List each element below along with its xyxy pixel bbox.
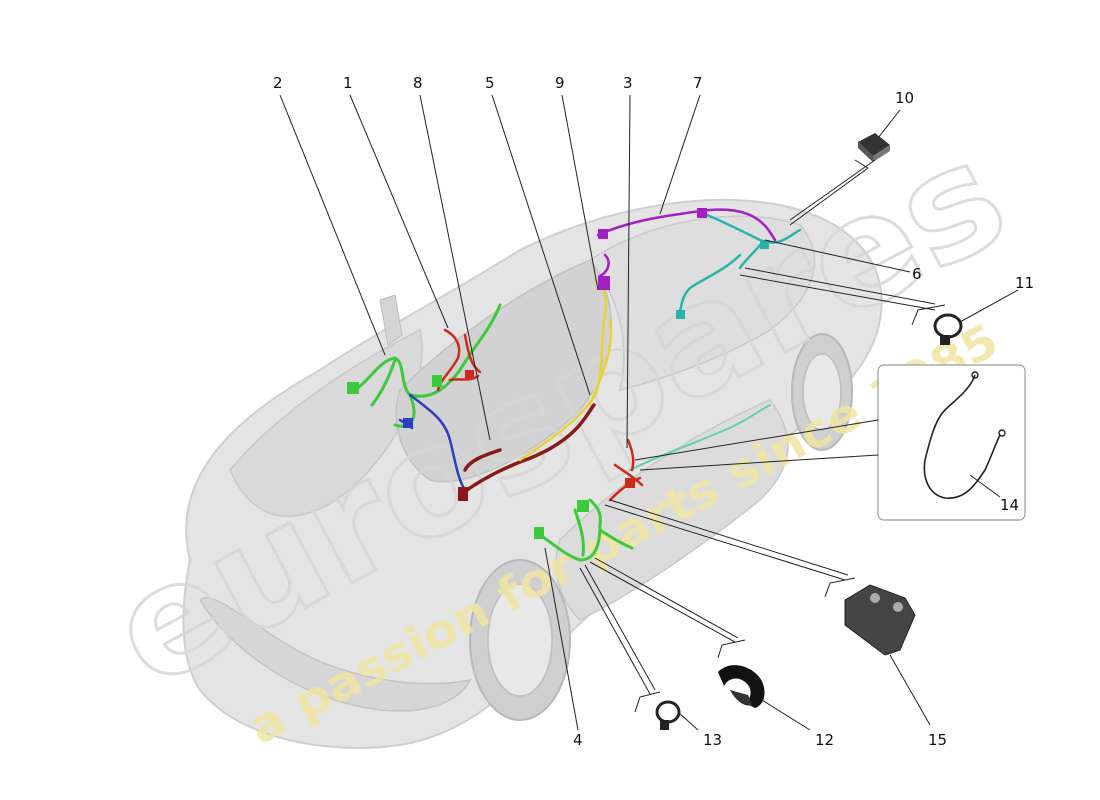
harness-purple-roof [596,208,777,278]
harness-teal-rear [676,210,802,318]
harness-teal-door [629,404,771,471]
callout-10: 10 [895,89,914,107]
part-12-clip [718,665,765,708]
leader-8 [419,94,491,441]
callout-6: 6 [912,265,922,283]
car-silhouette [182,199,883,749]
leader-15-rail [604,499,856,598]
leader-10b [789,159,876,226]
callouts: 2 1 8 5 9 3 7 10 6 11 14 4 13 12 15 [273,74,1034,749]
part-14-cable [923,374,1001,499]
leader-4 [544,547,579,731]
leader-12-rail [589,557,746,659]
leader-11-rail [739,267,946,326]
leader-11 [959,289,1019,323]
leader-13-rail [579,564,661,713]
callout-14: 14 [1000,496,1019,514]
wiring-harnesses [347,208,802,562]
callout-13: 13 [703,731,722,749]
callout-12: 12 [815,731,834,749]
callout-8: 8 [413,74,423,92]
callout-7: 7 [693,74,703,92]
leader-15 [889,654,931,726]
car-front-bumper [199,597,472,712]
leader-6 [764,239,911,273]
leader-10a [877,109,901,139]
leader-lines [279,94,1019,731]
leader-13 [677,711,699,731]
harness-yellow [518,278,613,462]
harness-connectors [347,208,769,539]
front-wheel [469,559,571,721]
callout-11: 11 [1015,274,1034,292]
leader-2 [279,94,386,356]
part-10-module [858,133,890,162]
part-15-bracket [844,584,916,656]
callout-5: 5 [485,74,495,92]
callout-1: 1 [343,74,353,92]
callout-3: 3 [623,74,633,92]
leader-5 [491,94,591,396]
leader-1 [349,94,449,329]
part-11-loop [933,313,963,345]
leader-3 [626,94,631,449]
leader-9 [561,94,599,291]
leader-14-box [634,419,879,471]
car-windshield [395,259,613,483]
rear-wheel [791,333,853,451]
callout-2: 2 [273,74,283,92]
harness-green-door [538,498,634,562]
leader-7 [659,94,701,215]
car-mirror [379,294,403,346]
harness-darkred-dash [458,403,596,497]
leader-12 [761,699,811,731]
callout-9: 9 [555,74,565,92]
callout-15: 15 [928,731,947,749]
part-13-loop [655,700,681,730]
leader-14 [969,474,1001,498]
callout-4: 4 [573,731,583,749]
inset-box-14 [877,364,1026,521]
